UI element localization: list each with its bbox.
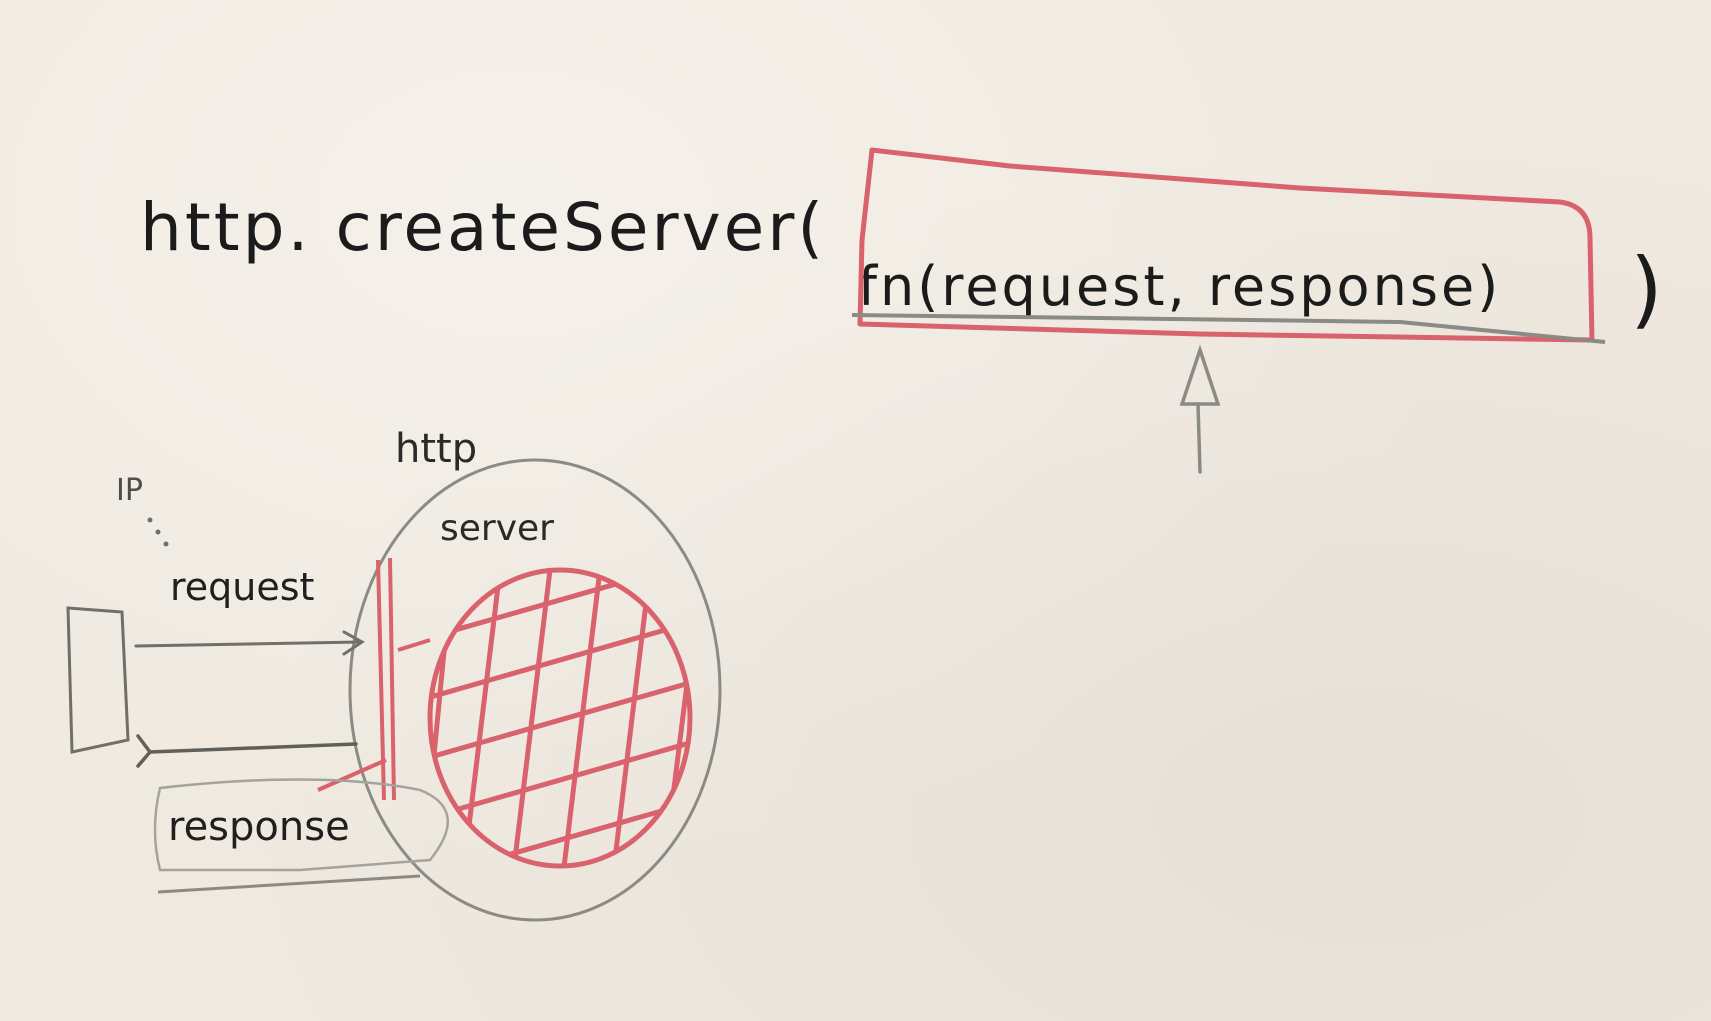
request-arrow <box>134 630 365 656</box>
http-server-circle <box>348 458 722 922</box>
http-label: http <box>395 426 477 472</box>
ip-label: IP <box>116 473 143 508</box>
handler-function-circle <box>427 567 693 869</box>
callback-underline <box>851 313 1606 344</box>
callback-highlight-box <box>857 147 1595 343</box>
response-arrow <box>136 734 358 768</box>
code-suffix: ) <box>1630 240 1666 338</box>
response-bubble <box>153 778 450 872</box>
arrow-up-icon <box>1179 344 1221 474</box>
ip-dotted-connector <box>147 517 169 547</box>
server-label: server <box>440 508 554 549</box>
request-label: request <box>170 565 314 609</box>
code-callback: fn(request, response) <box>858 255 1501 318</box>
code-prefix: http. createServer( <box>140 189 826 266</box>
server-interface-bar <box>317 557 431 801</box>
client-box <box>66 606 130 754</box>
response-label: response <box>168 804 350 850</box>
response-underline <box>157 874 421 894</box>
